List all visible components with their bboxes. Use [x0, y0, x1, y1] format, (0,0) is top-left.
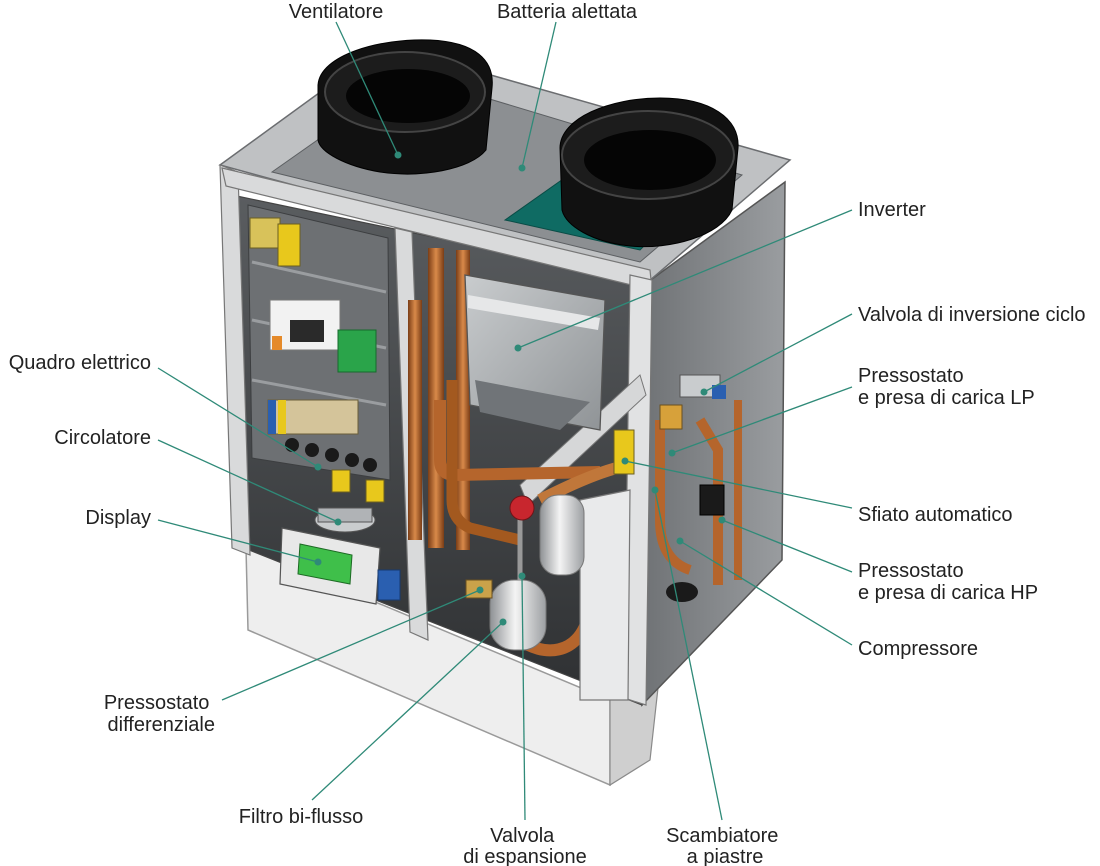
fan-right	[559, 97, 739, 248]
callout-pressostato-hp: Pressostato e presa di carica HP	[718, 516, 1038, 604]
label-valvola-espansione: Valvola di espansione	[463, 825, 586, 866]
label-valvola-espansione-line1: Valvola	[490, 825, 555, 847]
left-frame	[219, 164, 251, 556]
label-pressostato-lp-line1: Pressostato	[858, 365, 964, 387]
compressor-body	[666, 582, 698, 602]
callout-valvola-espansione: Valvola di espansione	[463, 572, 587, 866]
transformer	[249, 217, 281, 249]
electrical-panel	[247, 204, 391, 503]
relief-valve	[509, 495, 535, 521]
label-pressostato-hp-line2: e presa di carica HP	[858, 582, 1038, 604]
callout-pressostato-differenziale: Pressostato differenziale	[104, 586, 484, 736]
callout-ventilatore: Ventilatore	[289, 1, 402, 159]
label-pressostato-differenziale-line2: differenziale	[108, 714, 215, 736]
label-batteria-alettata: Batteria alettata	[497, 1, 638, 23]
label-pressostato-differenziale: Pressostato differenziale	[104, 692, 215, 736]
label-inverter: Inverter	[858, 199, 926, 221]
callout-display: Display	[85, 507, 322, 566]
label-scambiatore-piastre: Scambiatore a piastre	[666, 825, 784, 866]
plate-heat-exchanger	[539, 489, 631, 701]
green-module	[337, 329, 377, 373]
callout-circolatore: Circolatore	[54, 427, 342, 526]
label-pressostato-lp-line2: e presa di carica LP	[858, 387, 1035, 409]
lp-switch	[659, 404, 683, 430]
label-valvola-espansione-line2: di espansione	[463, 846, 586, 866]
callout-inverter: Inverter	[514, 199, 926, 352]
label-ventilatore: Ventilatore	[289, 1, 384, 23]
label-pressostato-lp: Pressostato e presa di carica LP	[858, 365, 1035, 409]
label-valvola-inversione: Valvola di inversione ciclo	[858, 304, 1086, 326]
display-controller	[279, 527, 381, 605]
label-pressostato-hp: Pressostato e presa di carica HP	[858, 560, 1038, 604]
label-circolatore: Circolatore	[54, 427, 151, 449]
fan-left	[317, 39, 493, 175]
callout-quadro-elettrico: Quadro elettrico	[9, 352, 322, 471]
label-pressostato-hp-line1: Pressostato	[858, 560, 964, 582]
label-sfiato-automatico: Sfiato automatico	[858, 504, 1013, 526]
label-scambiatore-piastre-line1: Scambiatore	[666, 825, 778, 847]
label-scambiatore-piastre-line2: a piastre	[687, 846, 764, 866]
circulator-pump	[314, 507, 376, 533]
callout-sfiato-automatico: Sfiato automatico	[621, 457, 1013, 526]
blue-fitting	[377, 569, 401, 601]
callout-batteria-alettata: Batteria alettata	[497, 1, 638, 172]
label-filtro-biflusso: Filtro bi-flusso	[239, 806, 363, 828]
callout-compressore: Compressore	[676, 537, 978, 660]
callout-filtro-biflusso: Filtro bi-flusso	[239, 618, 507, 828]
label-compressore: Compressore	[858, 638, 978, 660]
callout-valvola-inversione: Valvola di inversione ciclo	[700, 304, 1086, 396]
biflow-filter	[489, 518, 547, 651]
label-quadro-elettrico: Quadro elettrico	[9, 352, 151, 374]
label-pressostato-differenziale-line1: Pressostato	[104, 692, 210, 714]
cycle-reversing-valve	[679, 374, 726, 399]
hp-switch	[699, 484, 725, 516]
inverter-unit	[464, 274, 606, 431]
air-vent	[613, 429, 635, 475]
callout-scambiatore-piastre: Scambiatore a piastre	[651, 486, 784, 866]
label-display: Display	[85, 507, 151, 529]
callout-pressostato-lp: Pressostato e presa di carica LP	[668, 365, 1035, 457]
